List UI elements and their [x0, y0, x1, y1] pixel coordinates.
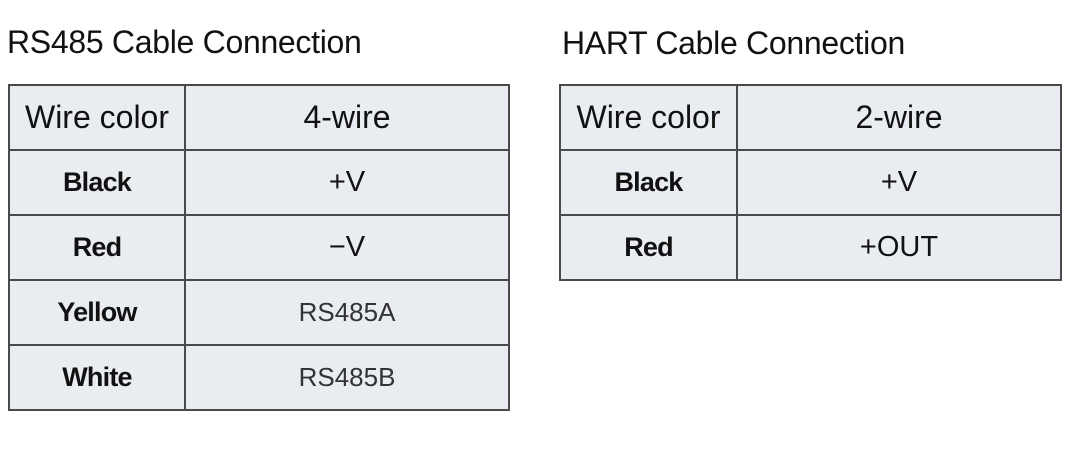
wire-color-cell: White — [8, 344, 186, 411]
header-4-wire: 4-wire — [184, 84, 510, 151]
wire-value-cell: RS485A — [184, 279, 510, 346]
wire-color-cell: Red — [8, 214, 186, 281]
table-row: Yellow RS485A — [8, 279, 510, 346]
wire-color-cell: Black — [8, 149, 186, 216]
table-row: Black +V — [559, 149, 1062, 216]
header-2-wire: 2-wire — [736, 84, 1062, 151]
table-row: White RS485B — [8, 344, 510, 411]
table-header-row: Wire color 4-wire — [8, 84, 510, 151]
wire-color-cell: Red — [559, 214, 738, 281]
wire-value-cell: RS485B — [184, 344, 510, 411]
header-wire-color: Wire color — [8, 84, 186, 151]
wire-value-cell: −V — [184, 214, 510, 281]
rs485-table: Wire color 4-wire Black +V Red −V Yellow… — [8, 84, 510, 411]
rs485-title: RS485 Cable Connection — [7, 24, 362, 60]
table-header-row: Wire color 2-wire — [559, 84, 1062, 151]
hart-title: HART Cable Connection — [562, 25, 905, 61]
header-wire-color: Wire color — [559, 84, 738, 151]
wire-value-cell: +V — [736, 149, 1062, 216]
table-row: Red +OUT — [559, 214, 1062, 281]
wire-value-cell: +V — [184, 149, 510, 216]
wire-color-cell: Yellow — [8, 279, 186, 346]
wire-color-cell: Black — [559, 149, 738, 216]
hart-table: Wire color 2-wire Black +V Red +OUT — [559, 84, 1062, 281]
wire-value-cell: +OUT — [736, 214, 1062, 281]
table-row: Red −V — [8, 214, 510, 281]
table-row: Black +V — [8, 149, 510, 216]
